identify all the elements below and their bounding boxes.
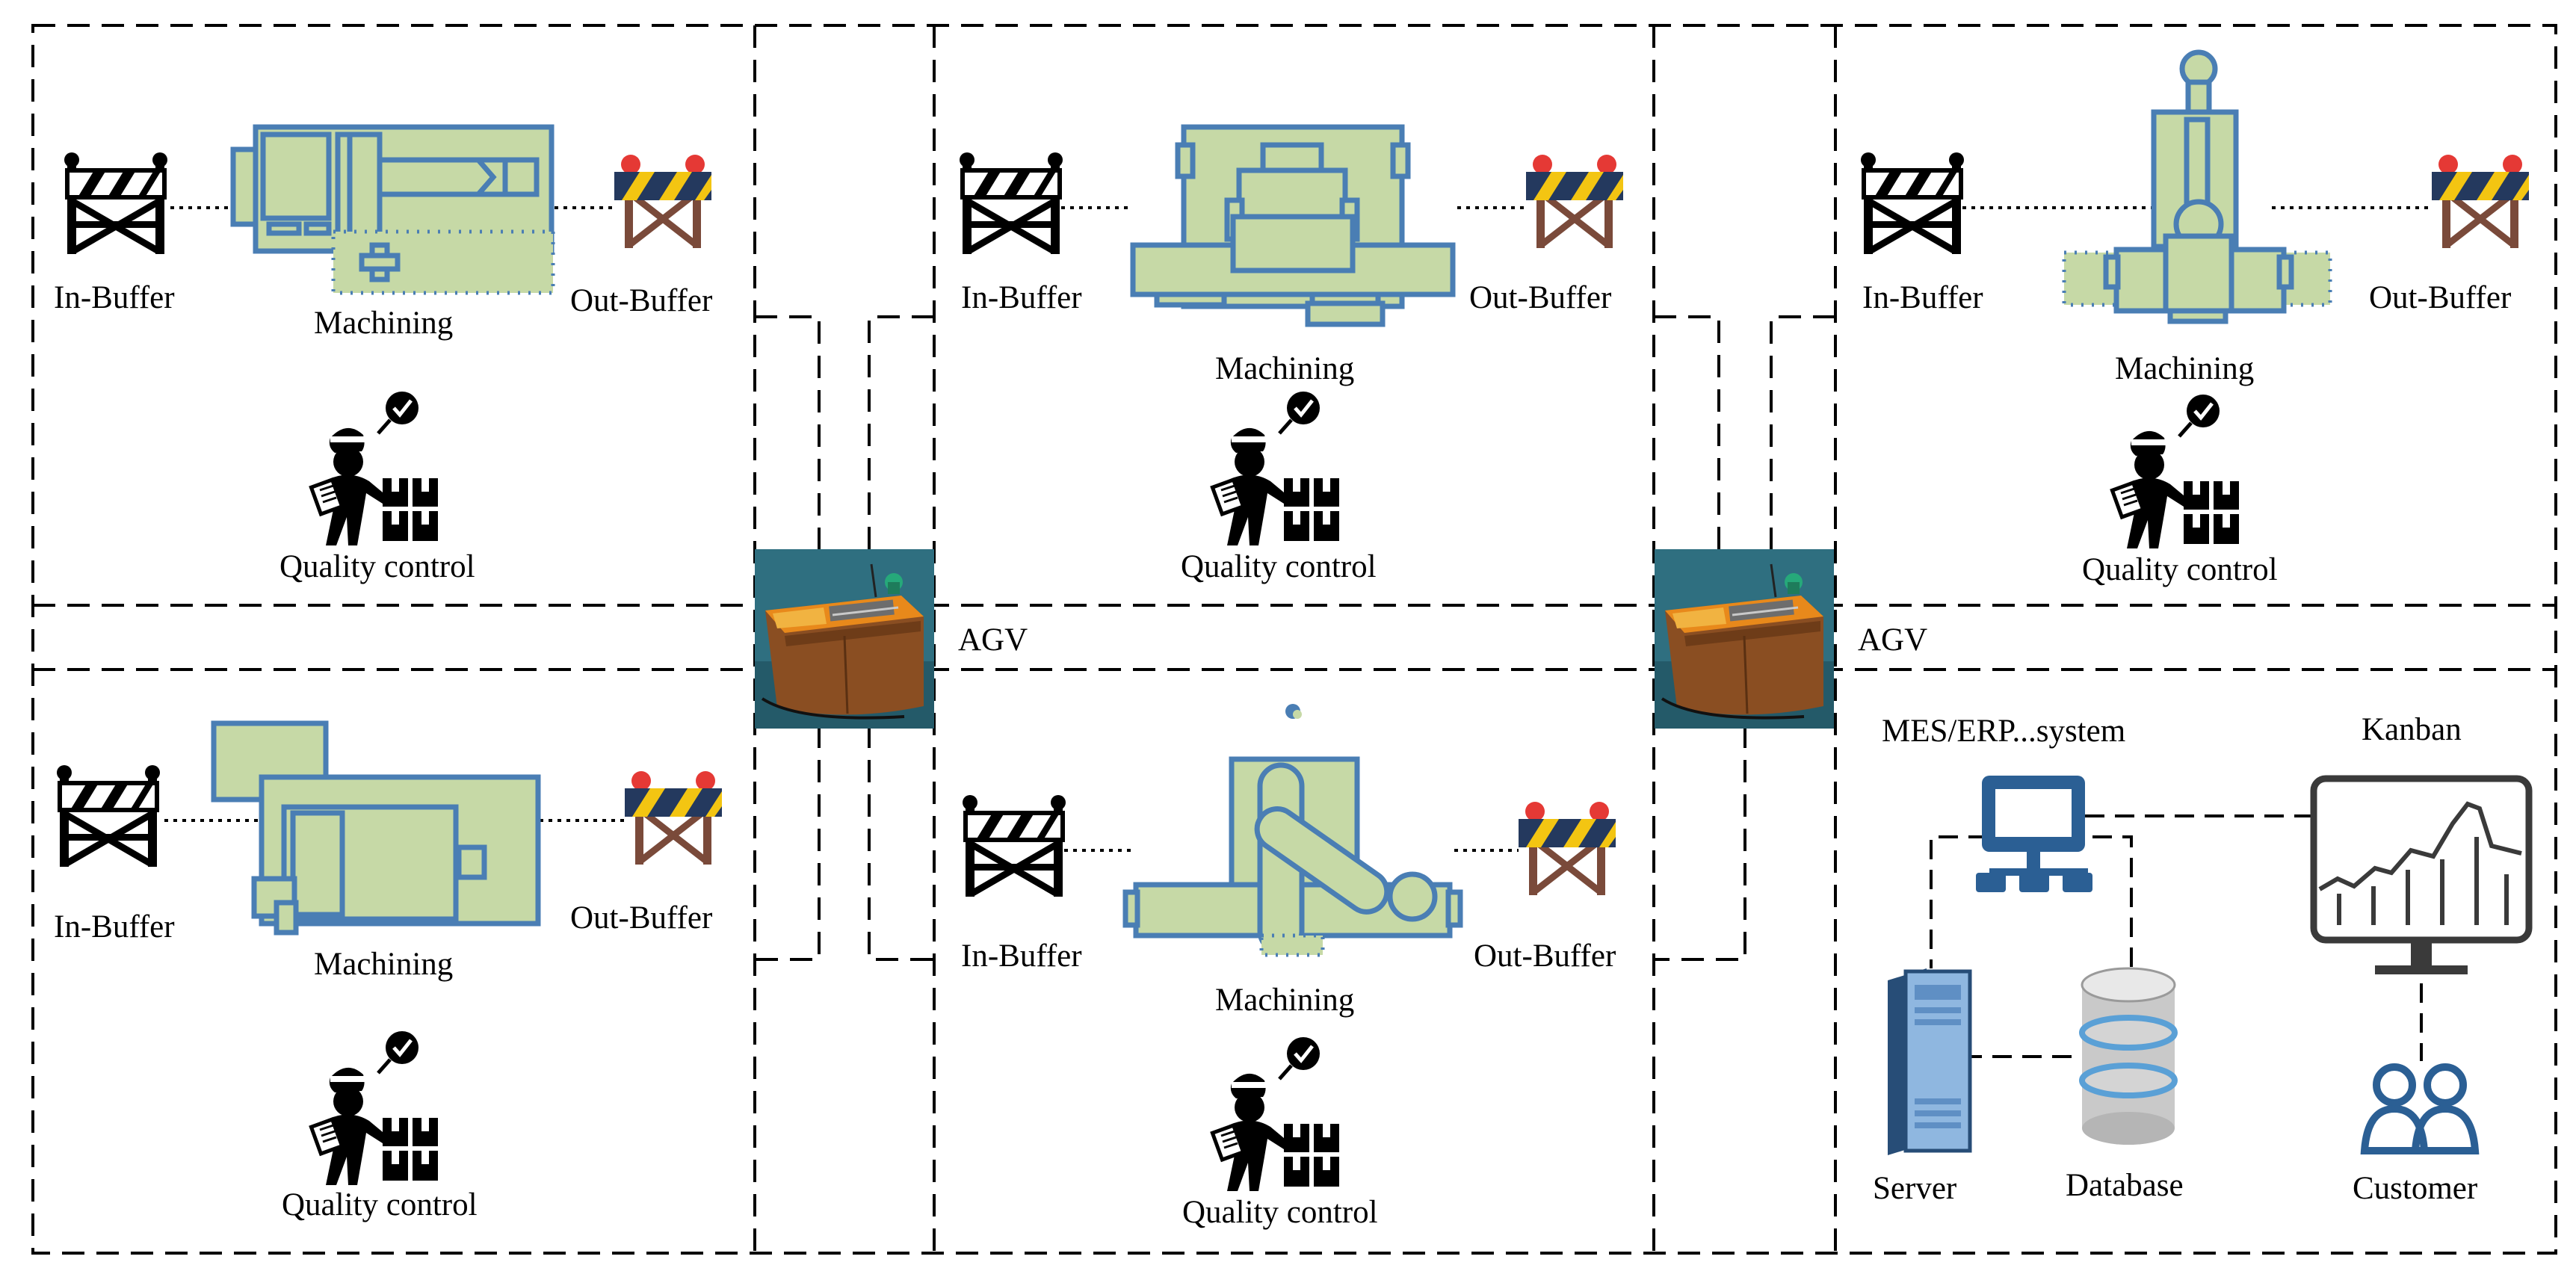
barrier-icon [625, 771, 722, 865]
in-buffer-label: In-Buffer [961, 939, 1082, 974]
barrier-icon [1526, 155, 1623, 248]
computer-network-icon [1976, 776, 2092, 892]
machining-label: Machining [2115, 351, 2254, 386]
worker-check-icon [311, 392, 438, 545]
agv-1-label: AGV [958, 622, 1028, 658]
customer-label: Customer [2353, 1171, 2477, 1206]
server-icon [1888, 968, 1972, 1155]
barrier-icon [1861, 152, 1964, 254]
barrier-icon [614, 155, 711, 248]
worker-check-icon [311, 1031, 438, 1185]
barrier-icon [2432, 155, 2529, 248]
agv-robot-icon [753, 548, 936, 730]
agv-path-1 [755, 315, 934, 961]
in-buffer-label: In-Buffer [1862, 280, 1983, 315]
station-5: In-Buffer Machining Out-Buffer Quality c… [961, 704, 1616, 1230]
station-2: In-Buffer Machining Out-Buffer Quality c… [960, 124, 1623, 584]
quality-control-label: Quality control [282, 1187, 478, 1222]
barrier-icon [64, 152, 167, 254]
machining-label: Machining [1215, 351, 1354, 386]
out-buffer-label: Out-Buffer [2369, 280, 2511, 315]
machining-label: Machining [314, 947, 453, 982]
quality-control-label: Quality control [279, 549, 475, 584]
in-buffer-label: In-Buffer [961, 280, 1082, 315]
system-label: MES/ERP...system [1882, 714, 2125, 749]
machining-label: Machining [314, 306, 453, 341]
zone-boundaries [31, 24, 2557, 1255]
machine-drill-icon [1122, 704, 1463, 957]
station-4: In-Buffer Machining Out-Buffer Quality c… [54, 720, 722, 1222]
quality-control-label: Quality control [1181, 549, 1377, 584]
machine-mill-icon [1130, 124, 1456, 327]
worker-check-icon [2112, 395, 2239, 548]
agv-path-2 [1654, 315, 1835, 961]
barrier-icon [1519, 802, 1616, 895]
out-buffer-label: Out-Buffer [1474, 939, 1616, 974]
machine-lathe-icon [230, 124, 555, 295]
station-1: In-Buffer Machining Out-Buffer Quality c… [54, 124, 712, 584]
machine-grinder-icon [211, 720, 541, 936]
worker-check-icon [1212, 392, 1339, 545]
in-buffer-label: In-Buffer [54, 909, 175, 944]
barrier-icon [963, 795, 1066, 897]
machine-robot-arm-icon [2062, 49, 2332, 324]
server-label: Server [1873, 1171, 1956, 1206]
barrier-icon [960, 152, 1063, 254]
agv-2: AGV [1653, 548, 1927, 730]
out-buffer-label: Out-Buffer [570, 900, 712, 936]
out-buffer-label: Out-Buffer [570, 283, 712, 318]
agv-2-label: AGV [1858, 622, 1927, 658]
it-area: MES/ERP...system Kanban [1873, 712, 2533, 1206]
monitor-chart-icon [2310, 775, 2533, 974]
quality-control-label: Quality control [1182, 1195, 1378, 1230]
in-buffer-label: In-Buffer [54, 280, 175, 315]
machining-label: Machining [1215, 983, 1354, 1018]
out-buffer-label: Out-Buffer [1469, 280, 1611, 315]
station-3: In-Buffer Machining Out-Buffer Quality c… [1861, 49, 2529, 587]
kanban-label: Kanban [2362, 712, 2462, 747]
agv-1: AGV [753, 548, 1028, 730]
agv-robot-icon [1653, 548, 1835, 730]
worker-check-icon [1212, 1037, 1339, 1191]
quality-control-label: Quality control [2082, 552, 2278, 587]
people-icon [2360, 1063, 2480, 1154]
database-label: Database [2066, 1168, 2184, 1203]
database-icon [2079, 967, 2178, 1145]
barrier-icon [57, 765, 160, 867]
